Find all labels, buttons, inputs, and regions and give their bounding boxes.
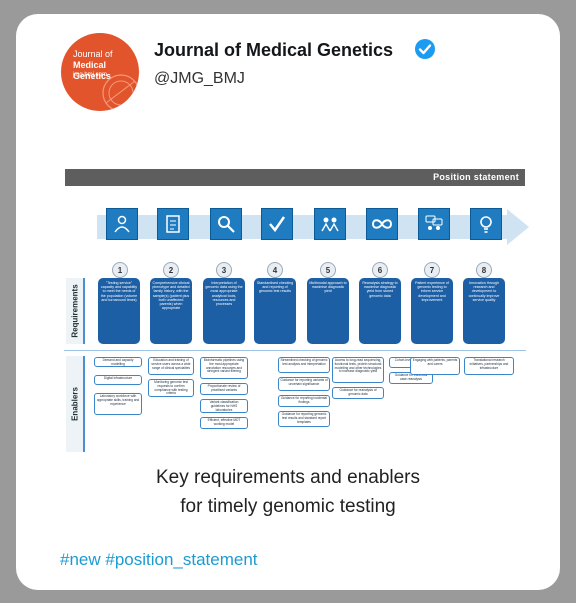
requirement-box: Comprehensive clinical phenotype and det… [150, 278, 192, 344]
step-2-form-icon [157, 208, 189, 240]
step-number: 3 [216, 262, 232, 278]
position-statement-bar: Position statement [65, 169, 525, 186]
enabler-box: Translational research initiatives, part… [464, 357, 514, 375]
avatar-line3: jmg.bmj.com [73, 72, 108, 78]
caption-line1: Key requirements and enablers [155, 467, 421, 488]
requirement-box: Interpretation of genomic data using the… [203, 278, 245, 344]
requirement-box: Patient experience of genomic testing to… [411, 278, 453, 344]
requirement-box: Standardised checking and reporting of g… [254, 278, 296, 344]
position-statement-label: Position statement [433, 172, 519, 182]
step-number: 5 [320, 262, 336, 278]
timeline-arrow-head [507, 209, 529, 245]
enabler-box: Guidance for reanalysis of genomic data [332, 387, 384, 399]
requirement-box: "Testing service" capacity and capabilit… [98, 278, 140, 344]
caption-line2: for timely genomic testing [180, 496, 396, 517]
enabler-box: Guidance for reporting genomic test resu… [278, 411, 330, 427]
enabler-box: Engaging with patients, parents and care… [410, 357, 460, 375]
step-number: 2 [163, 262, 179, 278]
account-handle[interactable]: @JMG_BMJ [154, 70, 245, 87]
requirements-row-label: Requirements [66, 278, 85, 344]
step-7-people-icon [418, 208, 450, 240]
enabler-box: Monitoring genomic test requests to conf… [148, 379, 194, 397]
infographic-image[interactable]: Position statement 1 2 3 [64, 169, 529, 454]
enabler-box: Proportionate review of prioritised vari… [200, 383, 248, 395]
avatar-line2: Medical Genetics [73, 60, 112, 81]
step-number: 1 [112, 262, 128, 278]
step-number: 4 [267, 262, 283, 278]
step-1-person-icon [106, 208, 138, 240]
verified-badge-icon [415, 39, 435, 59]
step-number: 8 [476, 262, 492, 278]
enabler-box: Variant classification guidelines for NH… [200, 399, 248, 413]
hashtag-position-statement[interactable]: #position_statement [105, 550, 258, 569]
tweet-card: Journal of Medical Genetics jmg.bmj.com … [16, 14, 560, 590]
enabler-box: Bioinformatic pipelines using the most a… [200, 357, 248, 379]
requirement-box: Reanalysis strategy to maximise diagnost… [359, 278, 401, 344]
avatar-pattern [102, 74, 139, 111]
enabler-box: Digital infrastructure [94, 375, 142, 385]
step-4-checkmark-icon [261, 208, 293, 240]
step-number: 7 [424, 262, 440, 278]
enabler-box: Guidance for reporting variants of uncer… [278, 377, 330, 391]
enabler-box: Education and training of service users … [148, 357, 194, 375]
row-divider [64, 350, 526, 351]
enabler-box: Guidance for reporting incidental findin… [278, 395, 330, 407]
enabler-box: Access to long-read sequencing, function… [332, 357, 384, 383]
hashtag-new[interactable]: #new [60, 550, 101, 569]
hashtags: #new #position_statement [60, 550, 258, 570]
enabler-box: Demand and capacity modelling [94, 357, 142, 367]
requirement-box: Innovation through research and developm… [463, 278, 505, 344]
avatar[interactable]: Journal of Medical Genetics jmg.bmj.com [61, 33, 139, 111]
enablers-row-label: Enablers [66, 356, 85, 452]
enabler-box: Efficient, effective MDT working model [200, 417, 248, 429]
step-number: 6 [372, 262, 388, 278]
step-8-lightbulb-icon [470, 208, 502, 240]
account-name[interactable]: Journal of Medical Genetics [154, 40, 394, 60]
enabler-box: Streamlined checking of genomic test ana… [278, 357, 330, 373]
step-5-team-icon [314, 208, 346, 240]
avatar-line1: Journal of [73, 49, 113, 59]
step-3-magnifier-icon [210, 208, 242, 240]
enabler-box: Laboratory workforce with appropriate sk… [94, 393, 142, 415]
requirement-box: Multimodal approach to maximise diagnost… [307, 278, 349, 344]
step-6-infinity-icon [366, 208, 398, 240]
